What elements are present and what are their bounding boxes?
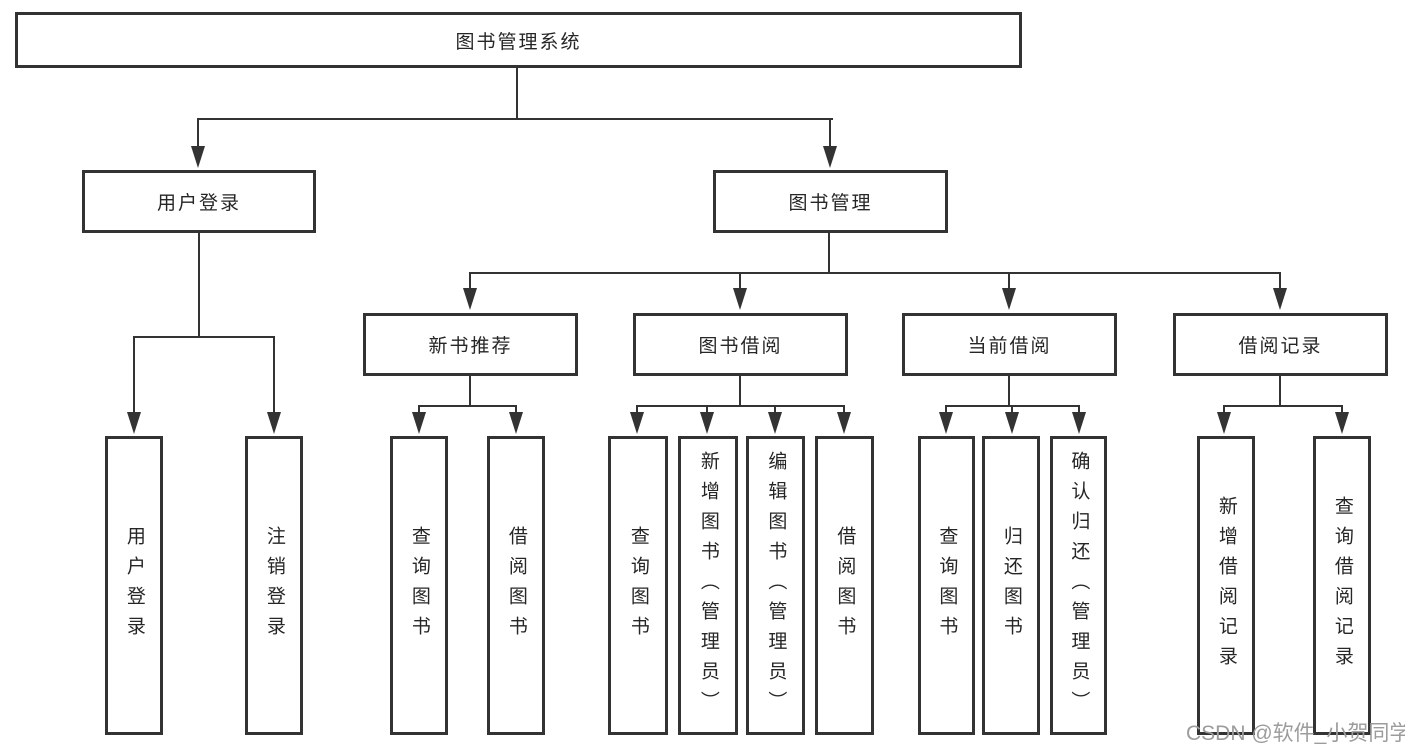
connector-line <box>469 376 471 407</box>
leaf-borrowing-query-books: 查询图书 <box>608 436 668 735</box>
arrowhead <box>1335 412 1349 434</box>
connector-line <box>1078 405 1080 414</box>
leaf-current-confirm-return-admin: 确认归还（管理员） <box>1050 436 1107 735</box>
connector-line <box>1223 405 1225 414</box>
arrowhead <box>630 412 644 434</box>
arrowhead <box>700 412 714 434</box>
connector-line <box>515 405 517 414</box>
node-label: 借阅记录 <box>1238 336 1323 357</box>
arrowhead <box>768 412 782 434</box>
leaf-borrowing-borrow-books: 借阅图书 <box>815 436 874 735</box>
connector-line <box>945 405 947 414</box>
node-label: 查询图书 <box>627 525 649 646</box>
node-label: 新增图书（管理员） <box>697 450 719 721</box>
leaf-newbooks-query-books: 查询图书 <box>390 436 448 735</box>
arrowhead <box>1072 412 1086 434</box>
connector-line <box>828 233 830 274</box>
connector-line <box>198 233 200 338</box>
arrowhead <box>463 288 477 310</box>
leaf-borrowing-add-books-admin: 新增图书（管理员） <box>678 436 738 735</box>
leaf-borrowing-edit-books-admin: 编辑图书（管理员） <box>746 436 805 735</box>
connector-line <box>706 405 708 414</box>
leaf-current-return-books: 归还图书 <box>982 436 1040 735</box>
connector-line <box>418 405 517 407</box>
node-label: 注销登录 <box>263 525 285 646</box>
connector-line <box>1279 376 1281 407</box>
connector-line <box>1223 405 1343 407</box>
connector-line <box>516 68 518 120</box>
leaf-records-query-record: 查询借阅记录 <box>1313 436 1371 735</box>
connector-line <box>197 118 833 120</box>
node-book-borrowing: 图书借阅 <box>633 313 848 376</box>
connector-line <box>469 272 1281 274</box>
node-user-login: 用户登录 <box>82 170 316 233</box>
arrowhead <box>823 146 837 168</box>
arrowhead <box>1217 412 1231 434</box>
leaf-current-query-books: 查询图书 <box>918 436 975 735</box>
node-label: 新书推荐 <box>428 336 513 357</box>
connector-line <box>273 336 275 414</box>
arrowhead <box>267 412 281 434</box>
node-book-management: 图书管理 <box>713 170 948 233</box>
node-label: 当前借阅 <box>967 336 1052 357</box>
node-label: 图书借阅 <box>698 336 783 357</box>
watermark: CSDN @软件_小贺同学 <box>1186 722 1405 745</box>
node-label: 借阅图书 <box>834 525 856 646</box>
arrowhead <box>837 412 851 434</box>
node-label: 图书管理系统 <box>455 31 582 53</box>
connector-line <box>418 405 420 414</box>
connector-line <box>133 336 135 414</box>
node-label: 归还图书 <box>1000 525 1022 646</box>
node-new-book-recommend: 新书推荐 <box>363 313 578 376</box>
connector-line <box>133 336 275 338</box>
node-label: 图书管理 <box>788 193 873 214</box>
connector-line <box>469 272 471 290</box>
connector-line <box>1011 405 1013 414</box>
node-label: 确认归还（管理员） <box>1068 450 1090 721</box>
node-borrowing-records: 借阅记录 <box>1173 313 1388 376</box>
connector-line <box>1008 376 1010 407</box>
node-label: 用户登录 <box>123 525 145 646</box>
node-label: 借阅图书 <box>505 525 527 646</box>
node-label: 新增借阅记录 <box>1215 495 1237 676</box>
connector-line <box>197 118 199 150</box>
node-label: 查询图书 <box>936 525 958 646</box>
arrowhead <box>939 412 953 434</box>
leaf-user-login: 用户登录 <box>105 436 163 735</box>
arrowhead <box>127 412 141 434</box>
connector-line <box>636 405 845 407</box>
arrowhead <box>1005 412 1019 434</box>
leaf-records-add-record: 新增借阅记录 <box>1197 436 1255 735</box>
node-library-system: 图书管理系统 <box>15 12 1022 68</box>
connector-line <box>739 272 741 290</box>
node-current-borrowing: 当前借阅 <box>902 313 1117 376</box>
arrowhead <box>1273 288 1287 310</box>
node-label: 查询借阅记录 <box>1331 495 1353 676</box>
connector-line <box>636 405 638 414</box>
arrowhead <box>509 412 523 434</box>
connector-line <box>829 118 831 150</box>
connector-line <box>1341 405 1343 414</box>
node-label: 编辑图书（管理员） <box>765 450 787 721</box>
node-label: 用户登录 <box>156 193 241 214</box>
connector-line <box>1008 272 1010 290</box>
connector-line <box>739 376 741 407</box>
arrowhead <box>191 146 205 168</box>
arrowhead <box>1002 288 1016 310</box>
connector-line <box>1279 272 1281 290</box>
connector-line <box>843 405 845 414</box>
arrowhead <box>733 288 747 310</box>
arrowhead <box>412 412 426 434</box>
leaf-newbooks-borrow-books: 借阅图书 <box>487 436 545 735</box>
node-label: 查询图书 <box>408 525 430 646</box>
connector-line <box>774 405 776 414</box>
leaf-logout: 注销登录 <box>245 436 303 735</box>
